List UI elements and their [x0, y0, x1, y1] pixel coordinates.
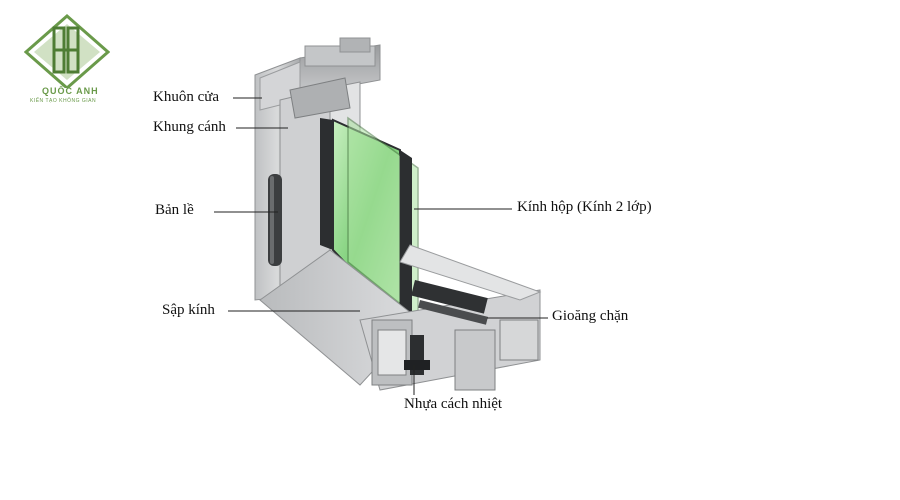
logo-name: QUỐC ANH — [42, 86, 99, 96]
hinge — [268, 174, 282, 266]
label-nhua-cach-nhiet: Nhựa cách nhiệt — [404, 396, 503, 412]
label-sap-kinh: Sập kính — [162, 302, 215, 318]
label-khung-canh: Khung cánh — [153, 119, 226, 135]
leader-lines — [214, 97, 548, 395]
label-khuon-cua: Khuôn cửa — [153, 89, 220, 105]
label-kinh-hop: Kính hộp (Kính 2 lớp) — [517, 199, 652, 215]
logo-mark — [24, 14, 110, 88]
double-glazing — [320, 116, 419, 323]
bottom-frame — [259, 244, 542, 391]
label-gioang-chan: Gioăng chặn — [552, 308, 629, 324]
label-ban-le: Bản lề — [155, 202, 194, 218]
logo-tagline: KIẾN TẠO KHÔNG GIAN — [30, 98, 97, 104]
